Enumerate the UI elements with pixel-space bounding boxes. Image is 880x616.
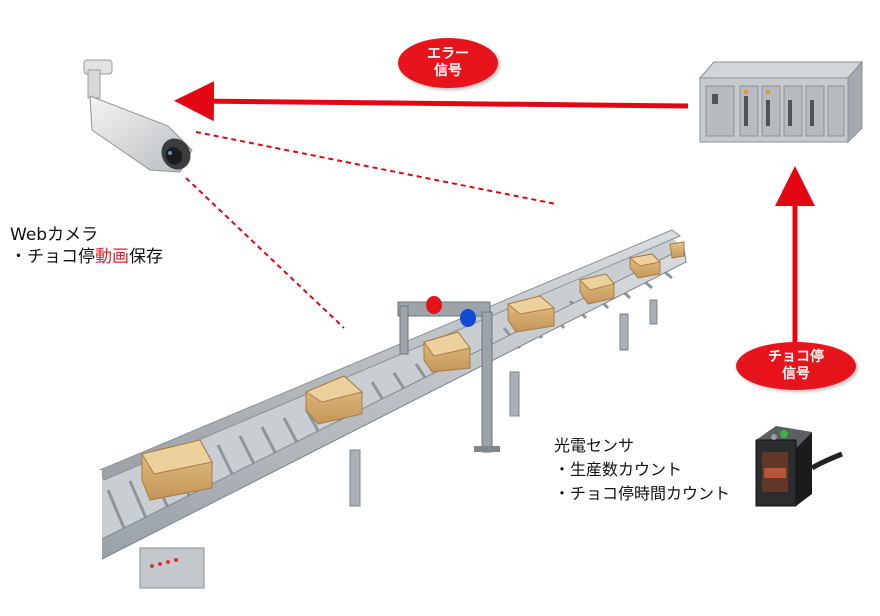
- sensor-title: 光電センサ: [554, 436, 635, 455]
- error-signal-arrow: [174, 81, 689, 122]
- error-signal-label-line1: エラー: [427, 46, 469, 62]
- stop-signal-label-line1: チョコ停: [768, 349, 824, 365]
- cardboard-boxes: [141, 241, 685, 501]
- sensor-feature-stop-time-count: ・チョコ停時間カウント: [554, 484, 731, 503]
- sensor-feature-production-count: ・生産数カウント: [554, 460, 683, 479]
- photoelectric-sensor-icon: [755, 426, 843, 507]
- signal-tower-icon: [397, 296, 500, 453]
- camera-view-line-upper: [195, 131, 557, 205]
- stop-signal-label-line2: 信号: [782, 366, 810, 382]
- stop-signal-badge: チョコ停 信号: [736, 342, 856, 390]
- camera-caption: Webカメラ ・チョコ停動画保存: [10, 224, 163, 268]
- camera-feature: ・チョコ停動画保存: [10, 246, 163, 268]
- camera-title: Webカメラ: [10, 225, 99, 245]
- control-panel: [139, 547, 205, 589]
- camera-view-line-lower: [185, 177, 345, 329]
- camera-feature-suffix: 保存: [129, 247, 163, 267]
- webcam-icon: [83, 59, 193, 173]
- sensor-caption: 光電センサ ・生産数カウント ・チョコ停時間カウント: [554, 434, 730, 506]
- error-signal-badge: エラー 信号: [398, 38, 498, 88]
- camera-feature-highlight: 動画: [95, 247, 129, 267]
- camera-feature-prefix: ・チョコ停: [10, 247, 95, 267]
- error-signal-label-line2: 信号: [434, 63, 462, 79]
- conveyor-belt-illustration: [88, 229, 687, 616]
- plc-icon: [698, 60, 864, 144]
